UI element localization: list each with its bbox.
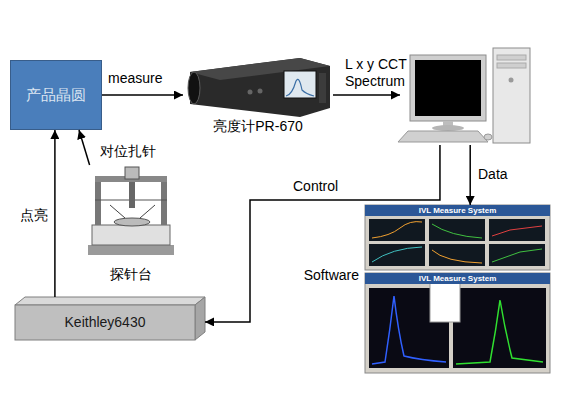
node-label: 亮度计PR-670 xyxy=(163,118,353,135)
monitor-base xyxy=(432,125,464,131)
wafer-box: 产品晶圆 xyxy=(10,60,102,130)
station-pillar xyxy=(161,180,167,225)
chart-panel xyxy=(453,288,546,368)
chart-curve xyxy=(432,250,482,263)
edge-label: L x y CCT Spectrum xyxy=(345,56,419,90)
edge-label: Data xyxy=(478,166,528,183)
chart-panel xyxy=(369,219,425,241)
camera-button xyxy=(248,90,253,95)
drive-bay xyxy=(497,55,526,60)
software-window: IVL Measure System xyxy=(365,205,550,270)
camera-button xyxy=(258,89,263,94)
wafer-chuck xyxy=(114,218,150,226)
monitor-bezel xyxy=(410,55,486,121)
chart-panel xyxy=(489,219,545,241)
chart-curve xyxy=(372,222,422,238)
software-group: SoftwareIVL Measure SystemIVL Measure Sy… xyxy=(365,205,550,375)
chart-panel xyxy=(429,219,485,241)
box-front-face xyxy=(15,305,195,340)
window-body xyxy=(365,273,550,373)
camera-lens xyxy=(188,72,200,104)
connector-arrow xyxy=(333,94,400,96)
connector-arrow xyxy=(79,130,90,165)
node-label: Software xyxy=(304,267,359,284)
power-button xyxy=(509,78,514,83)
camera-screen xyxy=(284,71,316,98)
probe-needle xyxy=(110,205,125,218)
chart-curve xyxy=(492,249,542,262)
connector-arrow xyxy=(205,145,440,322)
camera-grip xyxy=(319,73,326,103)
chart-panel xyxy=(429,244,485,266)
connector-arrow xyxy=(54,130,56,297)
node-label: 产品晶圆 xyxy=(11,86,101,104)
window-body xyxy=(365,205,550,270)
connector-arrow xyxy=(102,94,183,96)
station-pillar xyxy=(95,180,101,225)
node-label: 探针台 xyxy=(65,266,197,283)
chart-curve xyxy=(372,247,422,262)
probe-needle xyxy=(140,205,155,218)
software-window: IVL Measure System xyxy=(365,273,550,373)
chart-curve xyxy=(432,224,482,238)
edge-label: measure xyxy=(108,70,188,87)
popup-dialog xyxy=(430,282,460,322)
keyboard xyxy=(398,131,488,142)
chart-panel xyxy=(369,244,425,266)
station-platform xyxy=(92,225,170,245)
edge-label: 点亮 xyxy=(20,207,60,224)
probe-station: 探针台 xyxy=(85,165,177,283)
camera-body xyxy=(190,58,330,117)
node-label: IVL Measure System xyxy=(365,205,550,216)
drive-bay xyxy=(497,63,526,68)
chart-panel xyxy=(489,244,545,266)
source-meter: Keithley6430 xyxy=(15,297,205,340)
station-base xyxy=(88,245,174,255)
luminance-meter: 亮度计PR-670 xyxy=(183,55,333,135)
monitor-screen xyxy=(415,60,481,116)
box-top-face xyxy=(15,297,205,305)
connector-arrow xyxy=(469,145,471,205)
edge-label: 对位扎针 xyxy=(100,143,180,160)
node-label: IVL Measure System xyxy=(365,273,550,284)
mouse xyxy=(484,134,492,140)
edge-label: Control xyxy=(293,178,363,195)
spectrum-curve xyxy=(286,79,314,96)
node-label: Keithley6430 xyxy=(15,305,195,340)
spectrum-peak xyxy=(456,300,543,364)
computer xyxy=(400,45,535,145)
box-side-face xyxy=(195,297,205,340)
microscope-column xyxy=(129,182,135,208)
pc-tower xyxy=(493,48,530,143)
microscope-head xyxy=(125,167,139,179)
chart-curve xyxy=(492,226,542,236)
